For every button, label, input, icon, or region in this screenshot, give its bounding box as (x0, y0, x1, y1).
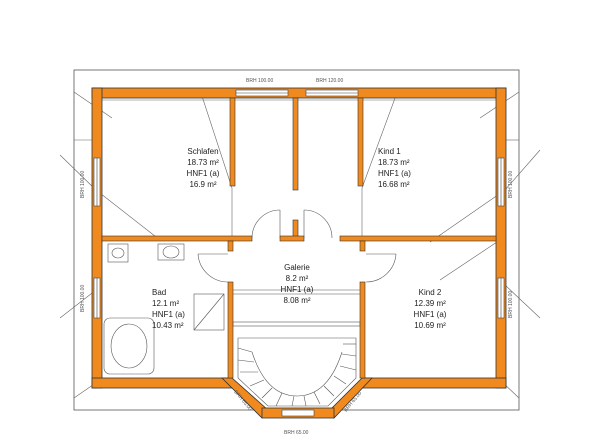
window-label-top-right: BRH 120.00 (316, 78, 343, 84)
room-net-area: 16.68 m² (378, 180, 410, 189)
shower (193, 293, 225, 331)
windows (93, 89, 505, 417)
bathtub (103, 317, 155, 375)
room-hnf: HNF1 (a) (186, 169, 220, 178)
window-label-top-left: BRH 100.00 (246, 78, 273, 84)
room-area: 18.73 m² (187, 158, 219, 167)
doors (197, 209, 397, 283)
washbasin (107, 243, 129, 263)
room-label-kind-1: Kind 1 18.73 m² HNF1 (a) 16.68 m² (378, 146, 411, 190)
window-label-left-lower: BRH 100.00 (80, 285, 86, 312)
window-label-left-upper: BRH 100.00 (80, 171, 86, 198)
room-area: 12.39 m² (414, 299, 446, 308)
room-net-area: 8.08 m² (283, 296, 311, 305)
room-name: Galerie (284, 263, 310, 272)
window-label-right-upper: BRH 100.00 (508, 171, 514, 198)
window-label-bay-bottom: BRH 65.00 (284, 430, 309, 436)
room-hnf: HNF1 (a) (152, 310, 185, 319)
room-label-kind-2: Kind 2 12.39 m² HNF1 (a) 10.69 m² (400, 287, 460, 331)
room-name: Kind 2 (418, 288, 442, 297)
room-label-galerie: Galerie 8.2 m² HNF1 (a) 8.08 m² (262, 262, 332, 306)
room-hnf: HNF1 (a) (280, 285, 314, 294)
room-area: 12.1 m² (152, 299, 180, 308)
room-name: Kind 1 (378, 147, 401, 156)
interior-walls (101, 97, 497, 379)
bathroom-fixtures (103, 243, 225, 375)
room-area: 18.73 m² (378, 158, 410, 167)
room-net-area: 16.9 m² (189, 180, 217, 189)
room-hnf: HNF1 (a) (378, 169, 411, 178)
room-name: Schlafen (187, 147, 219, 156)
gallery-railing (232, 289, 361, 327)
roof-lines (59, 89, 541, 399)
room-hnf: HNF1 (a) (413, 310, 447, 319)
window-label-right-lower: BRH 100.00 (508, 291, 514, 318)
room-label-bad: Bad 12.1 m² HNF1 (a) 10.43 m² (152, 287, 185, 331)
room-label-schlafen: Schlafen 18.73 m² HNF1 (a) 16.9 m² (170, 146, 236, 190)
room-net-area: 10.69 m² (414, 321, 446, 330)
room-name: Bad (152, 288, 167, 297)
toilet (157, 243, 185, 261)
room-net-area: 10.43 m² (152, 321, 184, 330)
room-area: 8.2 m² (285, 274, 309, 283)
staircase (237, 337, 357, 407)
